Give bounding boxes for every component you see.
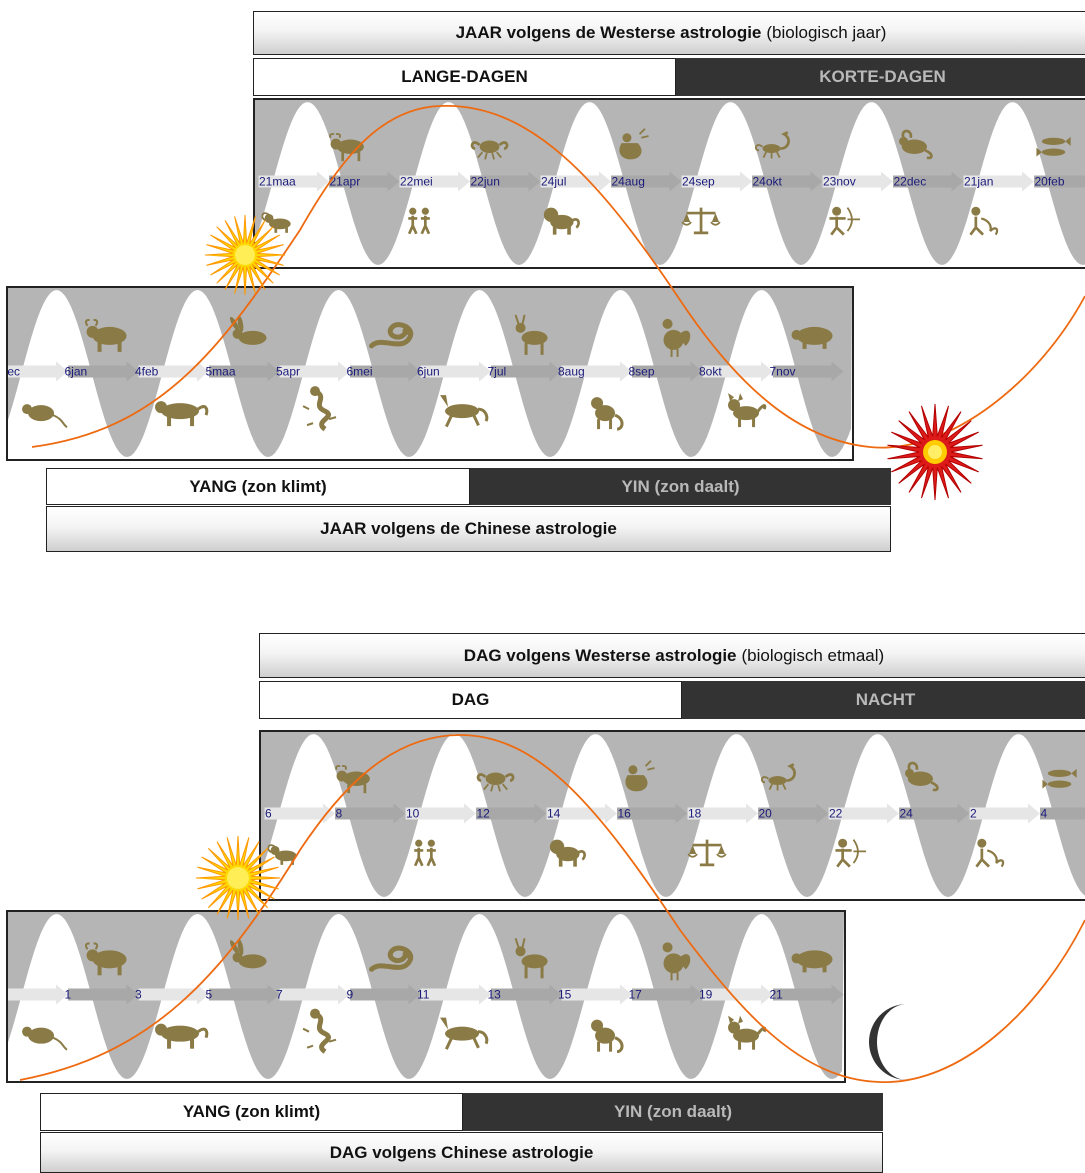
day-dag-label: DAG — [451, 690, 490, 709]
western-time-label: 18 — [688, 807, 702, 821]
chinese-time-label: 1 — [65, 988, 72, 1002]
chinese-time-label: 6jun — [417, 365, 440, 379]
western-time-label: 23nov — [823, 175, 856, 189]
day-chinese-zodiac-panel: 2313579111315171921 — [6, 910, 846, 1083]
western-time-label: 20feb — [1035, 175, 1065, 189]
western-time-label: 22mei — [400, 175, 433, 189]
western-time-label: 16 — [618, 807, 632, 821]
day-nacht-bar: NACHT — [682, 681, 1085, 719]
red-sun-icon — [887, 403, 983, 501]
year-chinese-title-bar: JAAR volgens de Chinese astrologie — [46, 506, 891, 552]
western-time-label: 22dec — [894, 175, 927, 189]
western-time-label: 24jul — [541, 175, 566, 189]
western-time-label: 22 — [829, 807, 843, 821]
western-time-label: 21maa — [259, 175, 296, 189]
chinese-time-label: 8aug — [558, 365, 585, 379]
western-time-label: 21jan — [964, 175, 993, 189]
day-chinese-title-bar: DAG volgens Chinese astrologie — [40, 1132, 883, 1173]
chinese-time-label: 6jan — [65, 365, 88, 379]
moon-icon — [869, 1004, 907, 1080]
year-yang-label: YANG (zon klimt) — [189, 476, 327, 496]
western-time-label: 6 — [265, 807, 272, 821]
year-korte-dagen-label: KORTE-DAGEN — [819, 67, 946, 86]
day-yang-label: YANG (zon klimt) — [182, 1102, 321, 1121]
chinese-time-label: 21 — [770, 988, 784, 1002]
year-western-zodiac-panel: 21maa 21apr 22mei 22jun 24jul 24aug 24sep 24okt… — [253, 98, 1085, 269]
day-western-title: DAG volgens Westerse astrologie — [463, 645, 737, 665]
chinese-time-label: 5maa — [206, 365, 236, 379]
year-western-subtitle: (biologisch jaar) — [766, 23, 887, 42]
moon-crescent — [869, 1004, 907, 1080]
year-yang-bar: YANG (zon klimt) — [46, 468, 470, 505]
western-time-label: 22jun — [471, 175, 500, 189]
western-time-label: 4 — [1041, 807, 1048, 821]
western-time-label: 24okt — [753, 175, 783, 189]
chinese-time-label: 8okt — [699, 365, 722, 379]
western-time-label: 21apr — [330, 175, 361, 189]
western-time-label: 20 — [759, 807, 773, 821]
chinese-time-label: 13 — [488, 988, 502, 1002]
chinese-time-label: 7 — [276, 988, 283, 1002]
day-western-title-bar: DAG volgens Westerse astrologie (biologi… — [259, 633, 1085, 678]
year-lange-dagen-bar: LANGE-DAGEN — [253, 58, 676, 96]
year-lange-dagen-label: LANGE-DAGEN — [401, 67, 528, 86]
chinese-time-label: 19 — [699, 988, 713, 1002]
chinese-time-label: 15 — [558, 988, 572, 1002]
year-yin-bar: YIN (zon daalt) — [470, 468, 891, 505]
chinese-time-label: 7dec — [8, 365, 20, 379]
western-time-label: 24aug — [612, 175, 645, 189]
chinese-time-label: 5apr — [276, 365, 300, 379]
western-time-label: 14 — [547, 807, 561, 821]
chinese-time-label: 5 — [206, 988, 213, 1002]
chinese-time-label: 3 — [135, 988, 142, 1002]
western-time-label: 2 — [970, 807, 977, 821]
chinese-wave-svg: 7dec 6jan 4feb 5maa 5apr 6mei 6jun 7jul 8aug 8sep… — [8, 288, 852, 459]
chinese-time-label: 9 — [347, 988, 354, 1002]
chinese-wave-svg: 2313579111315171921 — [8, 912, 844, 1081]
western-time-label: 10 — [406, 807, 420, 821]
day-dag-bar: DAG — [259, 681, 682, 719]
year-chinese-title: JAAR volgens de Chinese astrologie — [320, 519, 617, 538]
day-yin-label: YIN (zon daalt) — [613, 1102, 733, 1121]
day-chinese-title: DAG volgens Chinese astrologie — [329, 1142, 594, 1162]
year-western-title: JAAR volgens de Westerse astrologie — [455, 23, 762, 42]
day-western-subtitle: (biologisch etmaal) — [741, 645, 885, 665]
red-sun-rays — [887, 403, 983, 501]
chinese-time-label: 11 — [417, 988, 430, 1002]
chinese-time-label: 7nov — [770, 365, 796, 379]
western-time-label: 24sep — [682, 175, 715, 189]
chinese-time-label: 7jul — [488, 365, 507, 379]
western-time-label: 12 — [477, 807, 491, 821]
western-time-label: 24 — [900, 807, 914, 821]
chinese-time-label: 4feb — [135, 365, 159, 379]
western-wave-svg: 21maa 21apr 22mei 22jun 24jul 24aug 24sep 24okt… — [255, 100, 1085, 267]
year-korte-dagen-bar: KORTE-DAGEN — [676, 58, 1085, 96]
year-western-title-bar: JAAR volgens de Westerse astrologie (bio… — [253, 11, 1085, 55]
chinese-time-label: 8sep — [629, 365, 655, 379]
year-chinese-zodiac-panel: 7dec 6jan 4feb 5maa 5apr 6mei 6jun 7jul 8aug 8sep… — [6, 286, 854, 461]
day-yin-bar: YIN (zon daalt) — [463, 1093, 883, 1131]
year-yin-label: YIN (zon daalt) — [621, 476, 740, 496]
chinese-time-label: 6mei — [347, 365, 373, 379]
western-time-label: 8 — [336, 807, 343, 821]
day-yang-bar: YANG (zon klimt) — [40, 1093, 463, 1131]
day-nacht-label: NACHT — [855, 690, 916, 709]
chinese-time-label: 17 — [629, 988, 643, 1002]
